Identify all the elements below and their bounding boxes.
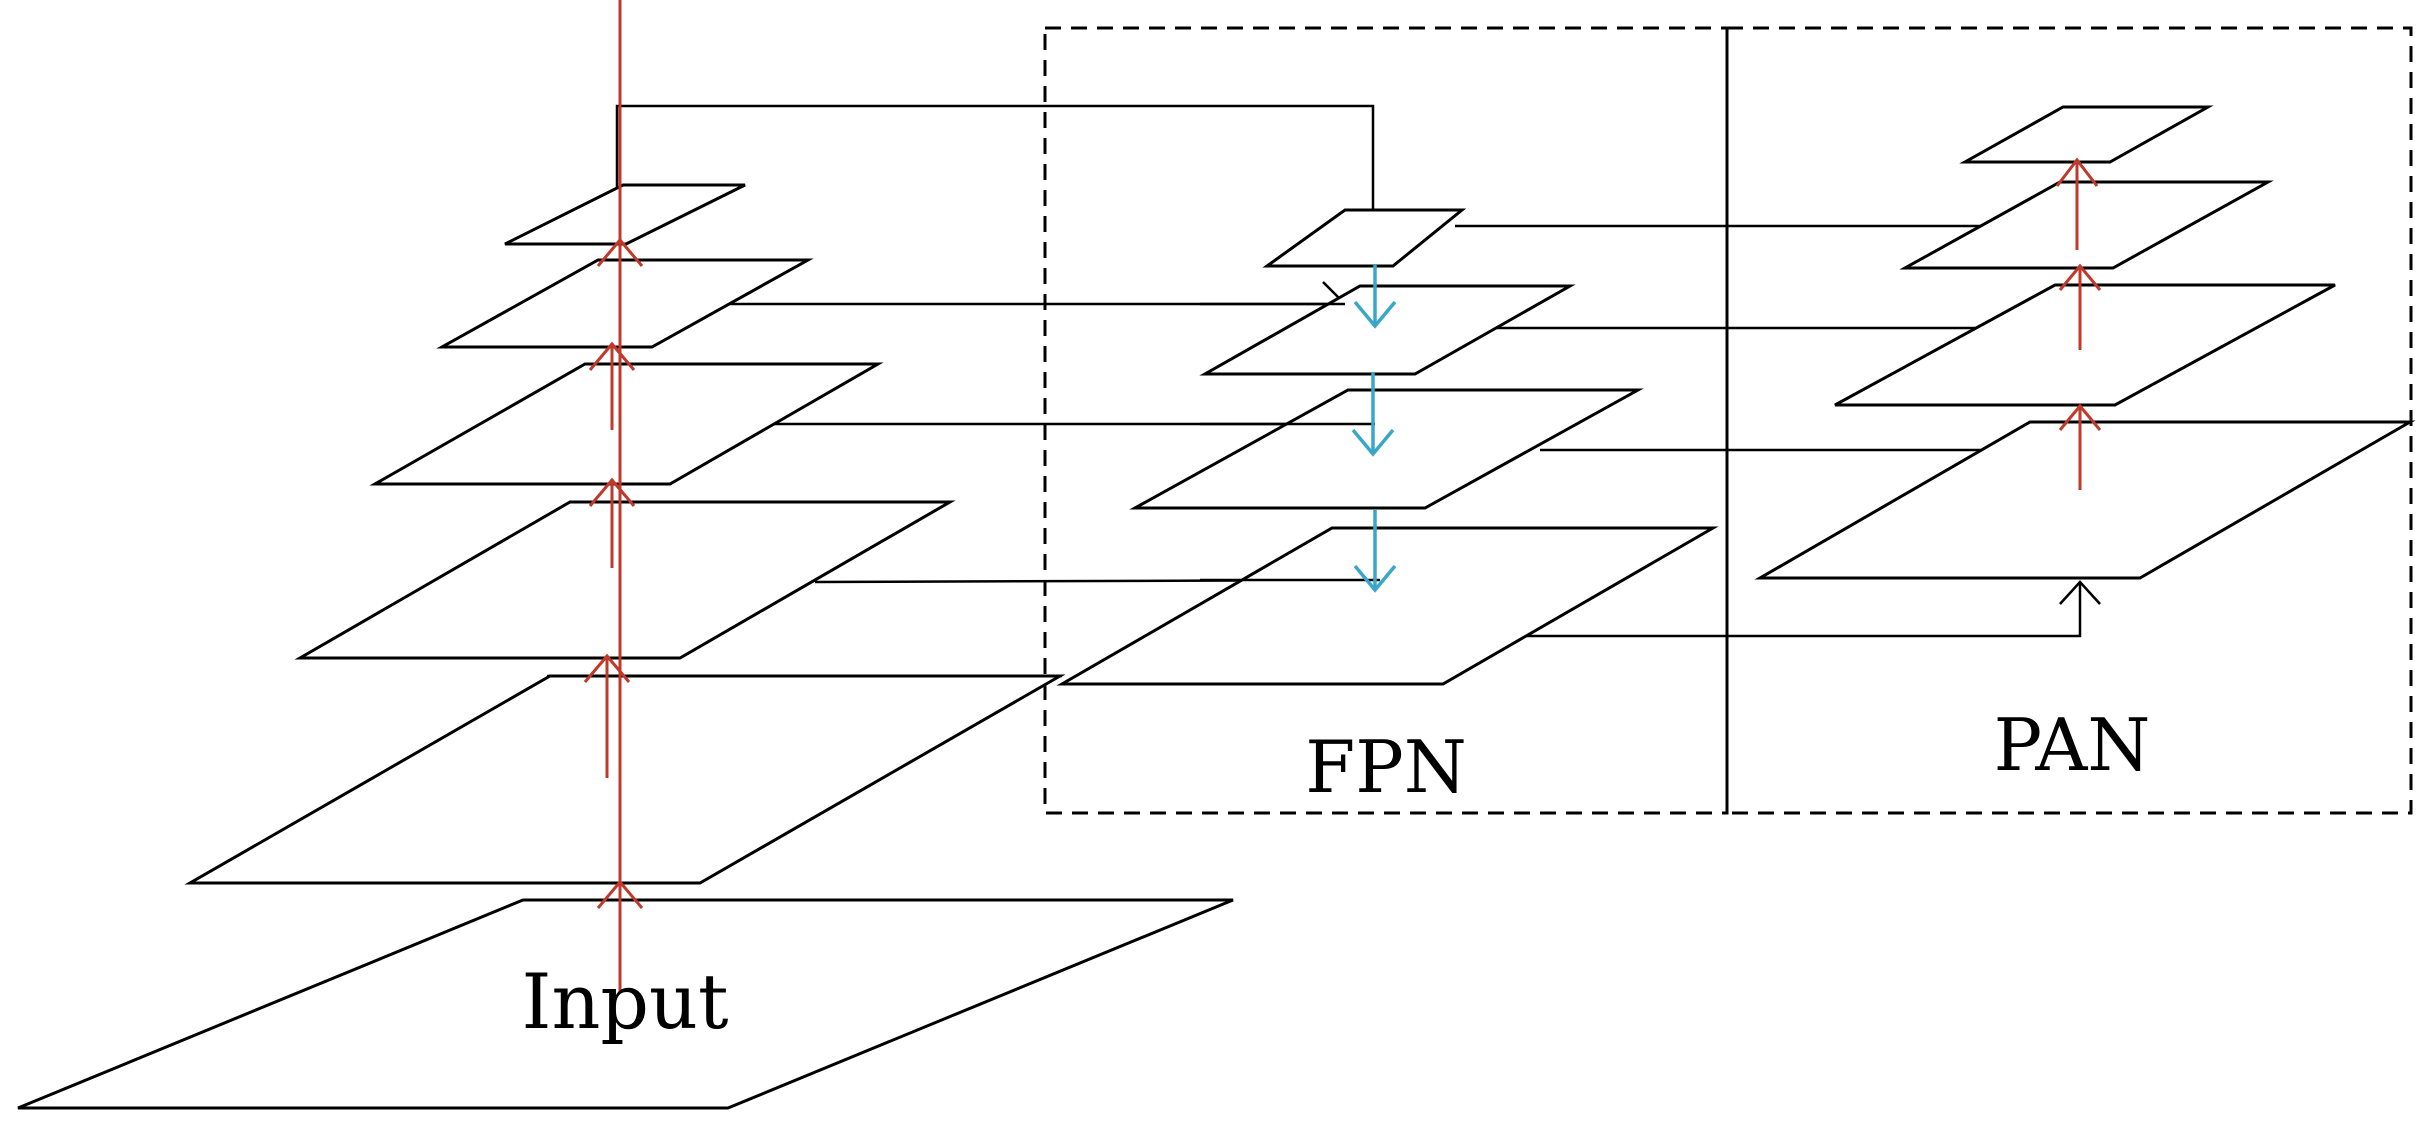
- pan-pyramid: [1754, 105, 2416, 580]
- fpn-downward-arrows: [1351, 264, 1397, 593]
- pan-upward-arrows: [2055, 157, 2102, 490]
- pan-plane-3: [1834, 283, 2336, 407]
- backbone-plane-5: [184, 674, 1066, 885]
- backbone-plane-1: [504, 183, 746, 246]
- fpn-pyramid: [1056, 208, 1719, 686]
- fpn-pan-connector-4: [1525, 582, 2082, 638]
- fpn-plane-2: [1199, 284, 1576, 376]
- fpn-label: FPN: [1305, 725, 1466, 809]
- fpn-group-box: [1043, 26, 1729, 815]
- input-plane: [17, 898, 1234, 1110]
- input-label: Input: [521, 957, 728, 1046]
- backbone-plane-2: [436, 258, 814, 349]
- fpn-plane-4: [1056, 526, 1719, 686]
- backbone-pyramid: [17, 183, 1234, 1110]
- fpn-plane-3: [1129, 388, 1644, 510]
- top-skip-connector: [615, 104, 1375, 236]
- backbone-plane-3: [369, 362, 884, 486]
- backbone-plane-4: [294, 500, 956, 660]
- pan-plane-2: [1899, 180, 2274, 270]
- fpn-plane-1: [1262, 208, 1467, 268]
- pan-plane-4: [1754, 420, 2416, 580]
- pan-label: PAN: [1994, 703, 2151, 787]
- pan-plane-1: [1959, 105, 2214, 164]
- backbone-upward-arrows: [583, 0, 644, 992]
